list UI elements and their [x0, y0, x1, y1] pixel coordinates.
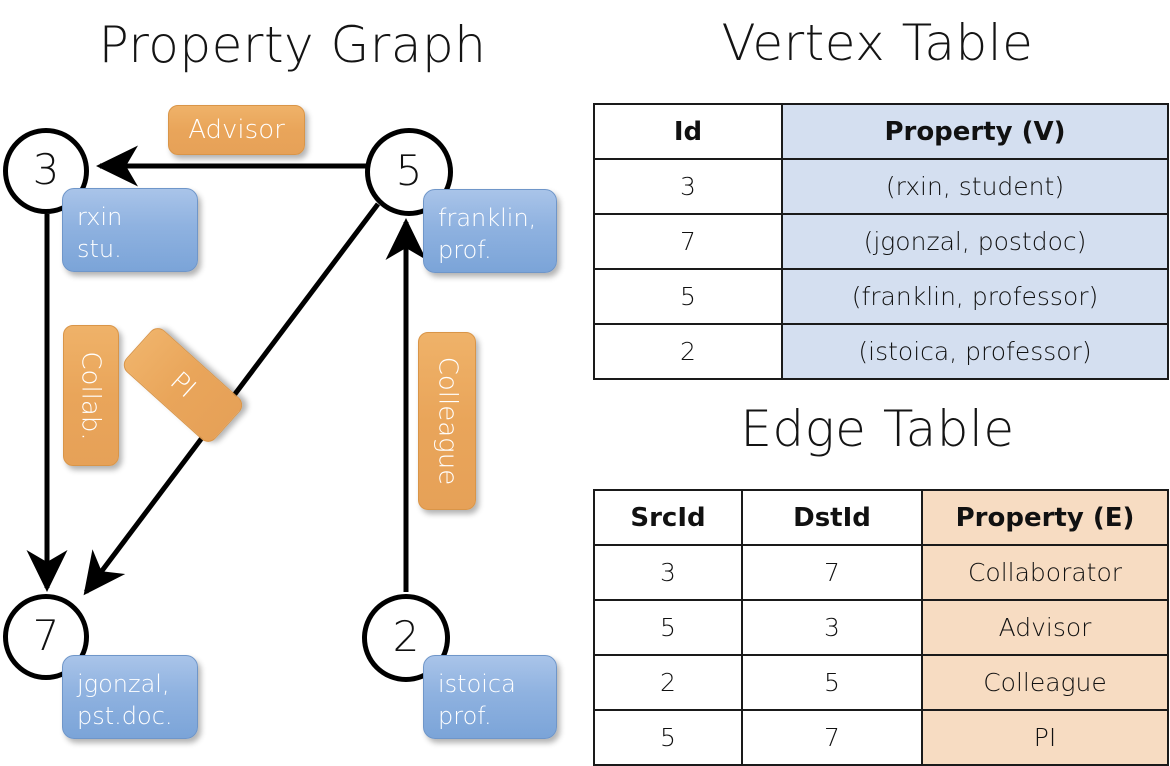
graph-node-2[interactable]: 2	[362, 594, 450, 682]
vertex-table-row[interactable]: 7 (jgonzal, postdoc)	[593, 213, 1169, 270]
vertex-row-1-property: (jgonzal, postdoc)	[781, 213, 1169, 270]
graph-node-5-property-line-1: franklin,	[438, 204, 537, 232]
section-title-edge-table: Edge Table	[740, 400, 1015, 458]
edge-table-header-property: Property (E)	[921, 489, 1169, 546]
graph-node-5-property-box: franklin, prof.	[423, 189, 557, 273]
edge-table: SrcId DstId Property (E) 3 7 Collaborato…	[593, 489, 1169, 766]
vertex-row-2-id: 5	[593, 268, 783, 325]
vertex-row-0-id: 3	[593, 158, 783, 215]
vertex-row-2-property: (franklin, professor)	[781, 268, 1169, 325]
graph-node-7-property-box: jgonzal, pst.doc.	[62, 655, 198, 739]
edge-row-3-dst: 7	[741, 709, 923, 766]
graph-node-7-label: 7	[32, 611, 60, 660]
edge-table-header-row: SrcId DstId Property (E)	[593, 489, 1169, 546]
edge-row-2-dst: 5	[741, 654, 923, 711]
graph-node-5-property-line-2: prof.	[438, 236, 492, 265]
graph-node-2-property-box: istoica prof.	[423, 655, 557, 739]
section-title-vertex-table: Vertex Table	[721, 14, 1034, 72]
graph-node-7-property-line-1: jgonzal,	[77, 670, 170, 698]
graph-node-2-property-line-2: prof.	[438, 702, 492, 731]
edge-table-header-dstid: DstId	[741, 489, 923, 546]
vertex-row-3-id: 2	[593, 323, 783, 380]
edge-row-2-property: Colleague	[921, 654, 1169, 711]
vertex-table-row[interactable]: 2 (istoica, professor)	[593, 323, 1169, 380]
edge-row-0-property: Collaborator	[921, 544, 1169, 601]
edge-row-1-property: Advisor	[921, 599, 1169, 656]
graph-node-3-property-box: rxin stu.	[62, 188, 198, 272]
edge-row-2-src: 2	[593, 654, 743, 711]
graph-node-5-label: 5	[395, 146, 423, 195]
edge-table-row[interactable]: 5 3 Advisor	[593, 599, 1169, 656]
edge-row-3-property: PI	[921, 709, 1169, 766]
edge-label-collab: Collab.	[63, 325, 119, 466]
edge-label-advisor-text: Advisor	[188, 115, 285, 145]
edge-label-colleague-text: Colleague	[432, 356, 463, 486]
edge-label-collab-text: Collab.	[76, 350, 106, 441]
vertex-table-row[interactable]: 5 (franklin, professor)	[593, 268, 1169, 325]
edge-table-row[interactable]: 3 7 Collaborator	[593, 544, 1169, 601]
page-title-property-graph: Property Graph	[98, 16, 487, 74]
graph-node-3-label: 3	[32, 145, 60, 194]
vertex-table-header-row: Id Property (V)	[593, 103, 1169, 160]
vertex-row-3-property: (istoica, professor)	[781, 323, 1169, 380]
edge-row-1-src: 5	[593, 599, 743, 656]
vertex-table: Id Property (V) 3 (rxin, student) 7 (jgo…	[593, 103, 1169, 380]
edge-row-0-src: 3	[593, 544, 743, 601]
edge-table-row[interactable]: 5 7 PI	[593, 709, 1169, 766]
edge-row-3-src: 5	[593, 709, 743, 766]
edge-label-pi-text: PI	[164, 366, 202, 404]
graph-node-5[interactable]: 5	[365, 128, 453, 216]
graph-node-7-property-line-2: pst.doc.	[77, 702, 173, 731]
graph-node-2-label: 2	[392, 612, 420, 661]
edge-table-row[interactable]: 2 5 Colleague	[593, 654, 1169, 711]
graph-node-2-property-line-1: istoica	[438, 670, 516, 698]
edge-row-0-dst: 7	[741, 544, 923, 601]
vertex-row-0-property: (rxin, student)	[781, 158, 1169, 215]
edge-label-advisor: Advisor	[168, 105, 305, 155]
edge-table-header-srcid: SrcId	[593, 489, 743, 546]
property-graph-diagram: 3 rxin stu. 5 franklin, prof. 7 jgonzal,…	[0, 0, 585, 760]
graph-node-3-property-line-2: stu.	[77, 235, 122, 264]
vertex-row-1-id: 7	[593, 213, 783, 270]
edge-label-colleague: Colleague	[418, 332, 476, 510]
graph-node-3-property-line-1: rxin	[77, 203, 123, 231]
vertex-table-row[interactable]: 3 (rxin, student)	[593, 158, 1169, 215]
vertex-table-header-property: Property (V)	[781, 103, 1169, 160]
edge-row-1-dst: 3	[741, 599, 923, 656]
vertex-table-header-id: Id	[593, 103, 783, 160]
